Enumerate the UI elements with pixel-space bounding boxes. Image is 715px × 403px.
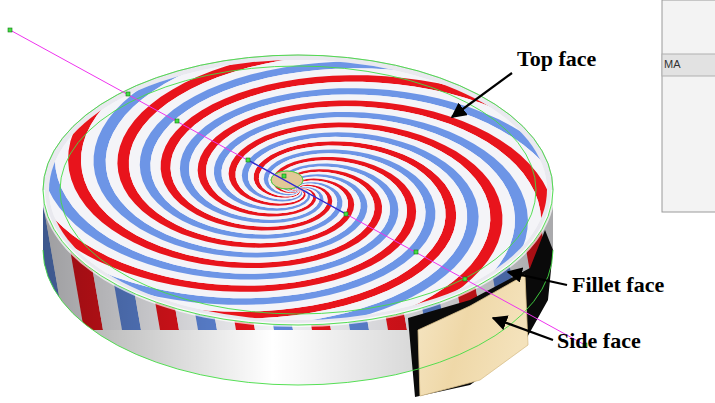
axis-segment [248, 160, 346, 214]
center-hole [271, 171, 303, 189]
spiral-stripe [166, 137, 467, 326]
ui-tab [662, 54, 715, 76]
selection-outlines [43, 55, 553, 385]
axis-handles [8, 28, 587, 347]
ui-text: MA [664, 58, 681, 70]
side-stripe [552, 180, 597, 330]
top-face [31, 49, 565, 332]
fillet-highlight [43, 190, 553, 325]
ui-panel [662, 0, 715, 212]
callout-label: Top face [517, 46, 596, 72]
callout-label: Fillet face [572, 272, 664, 298]
axis-line [10, 30, 585, 345]
leader-arrows [452, 73, 567, 340]
callout-label: Side face [557, 328, 641, 354]
side-stripe [571, 180, 616, 330]
